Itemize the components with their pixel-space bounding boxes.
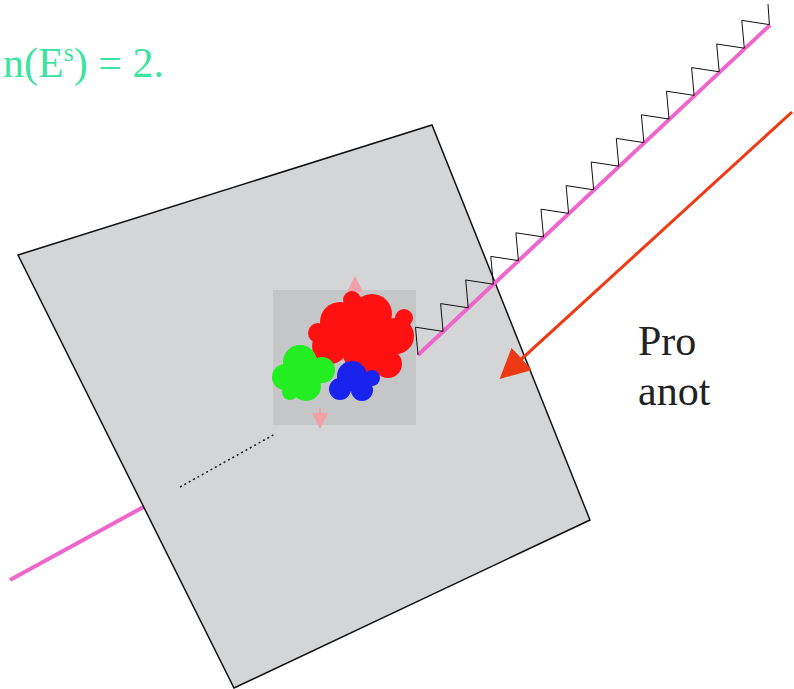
formula-text: n(E (3, 40, 64, 86)
fractal-green (272, 345, 335, 401)
fractal-blue (329, 361, 380, 401)
small-arrow (319, 408, 321, 425)
slide-text: anot (638, 370, 710, 412)
fractal-panel (273, 290, 416, 425)
plane (18, 125, 590, 688)
formula-text: ) = 2. (74, 40, 164, 86)
projection-arrow (504, 112, 792, 375)
hidden-axis (180, 434, 275, 487)
formula-line: n(Es) = 2. (3, 42, 164, 84)
formula-text: s (64, 38, 74, 67)
slide-text: Pro (638, 320, 696, 362)
